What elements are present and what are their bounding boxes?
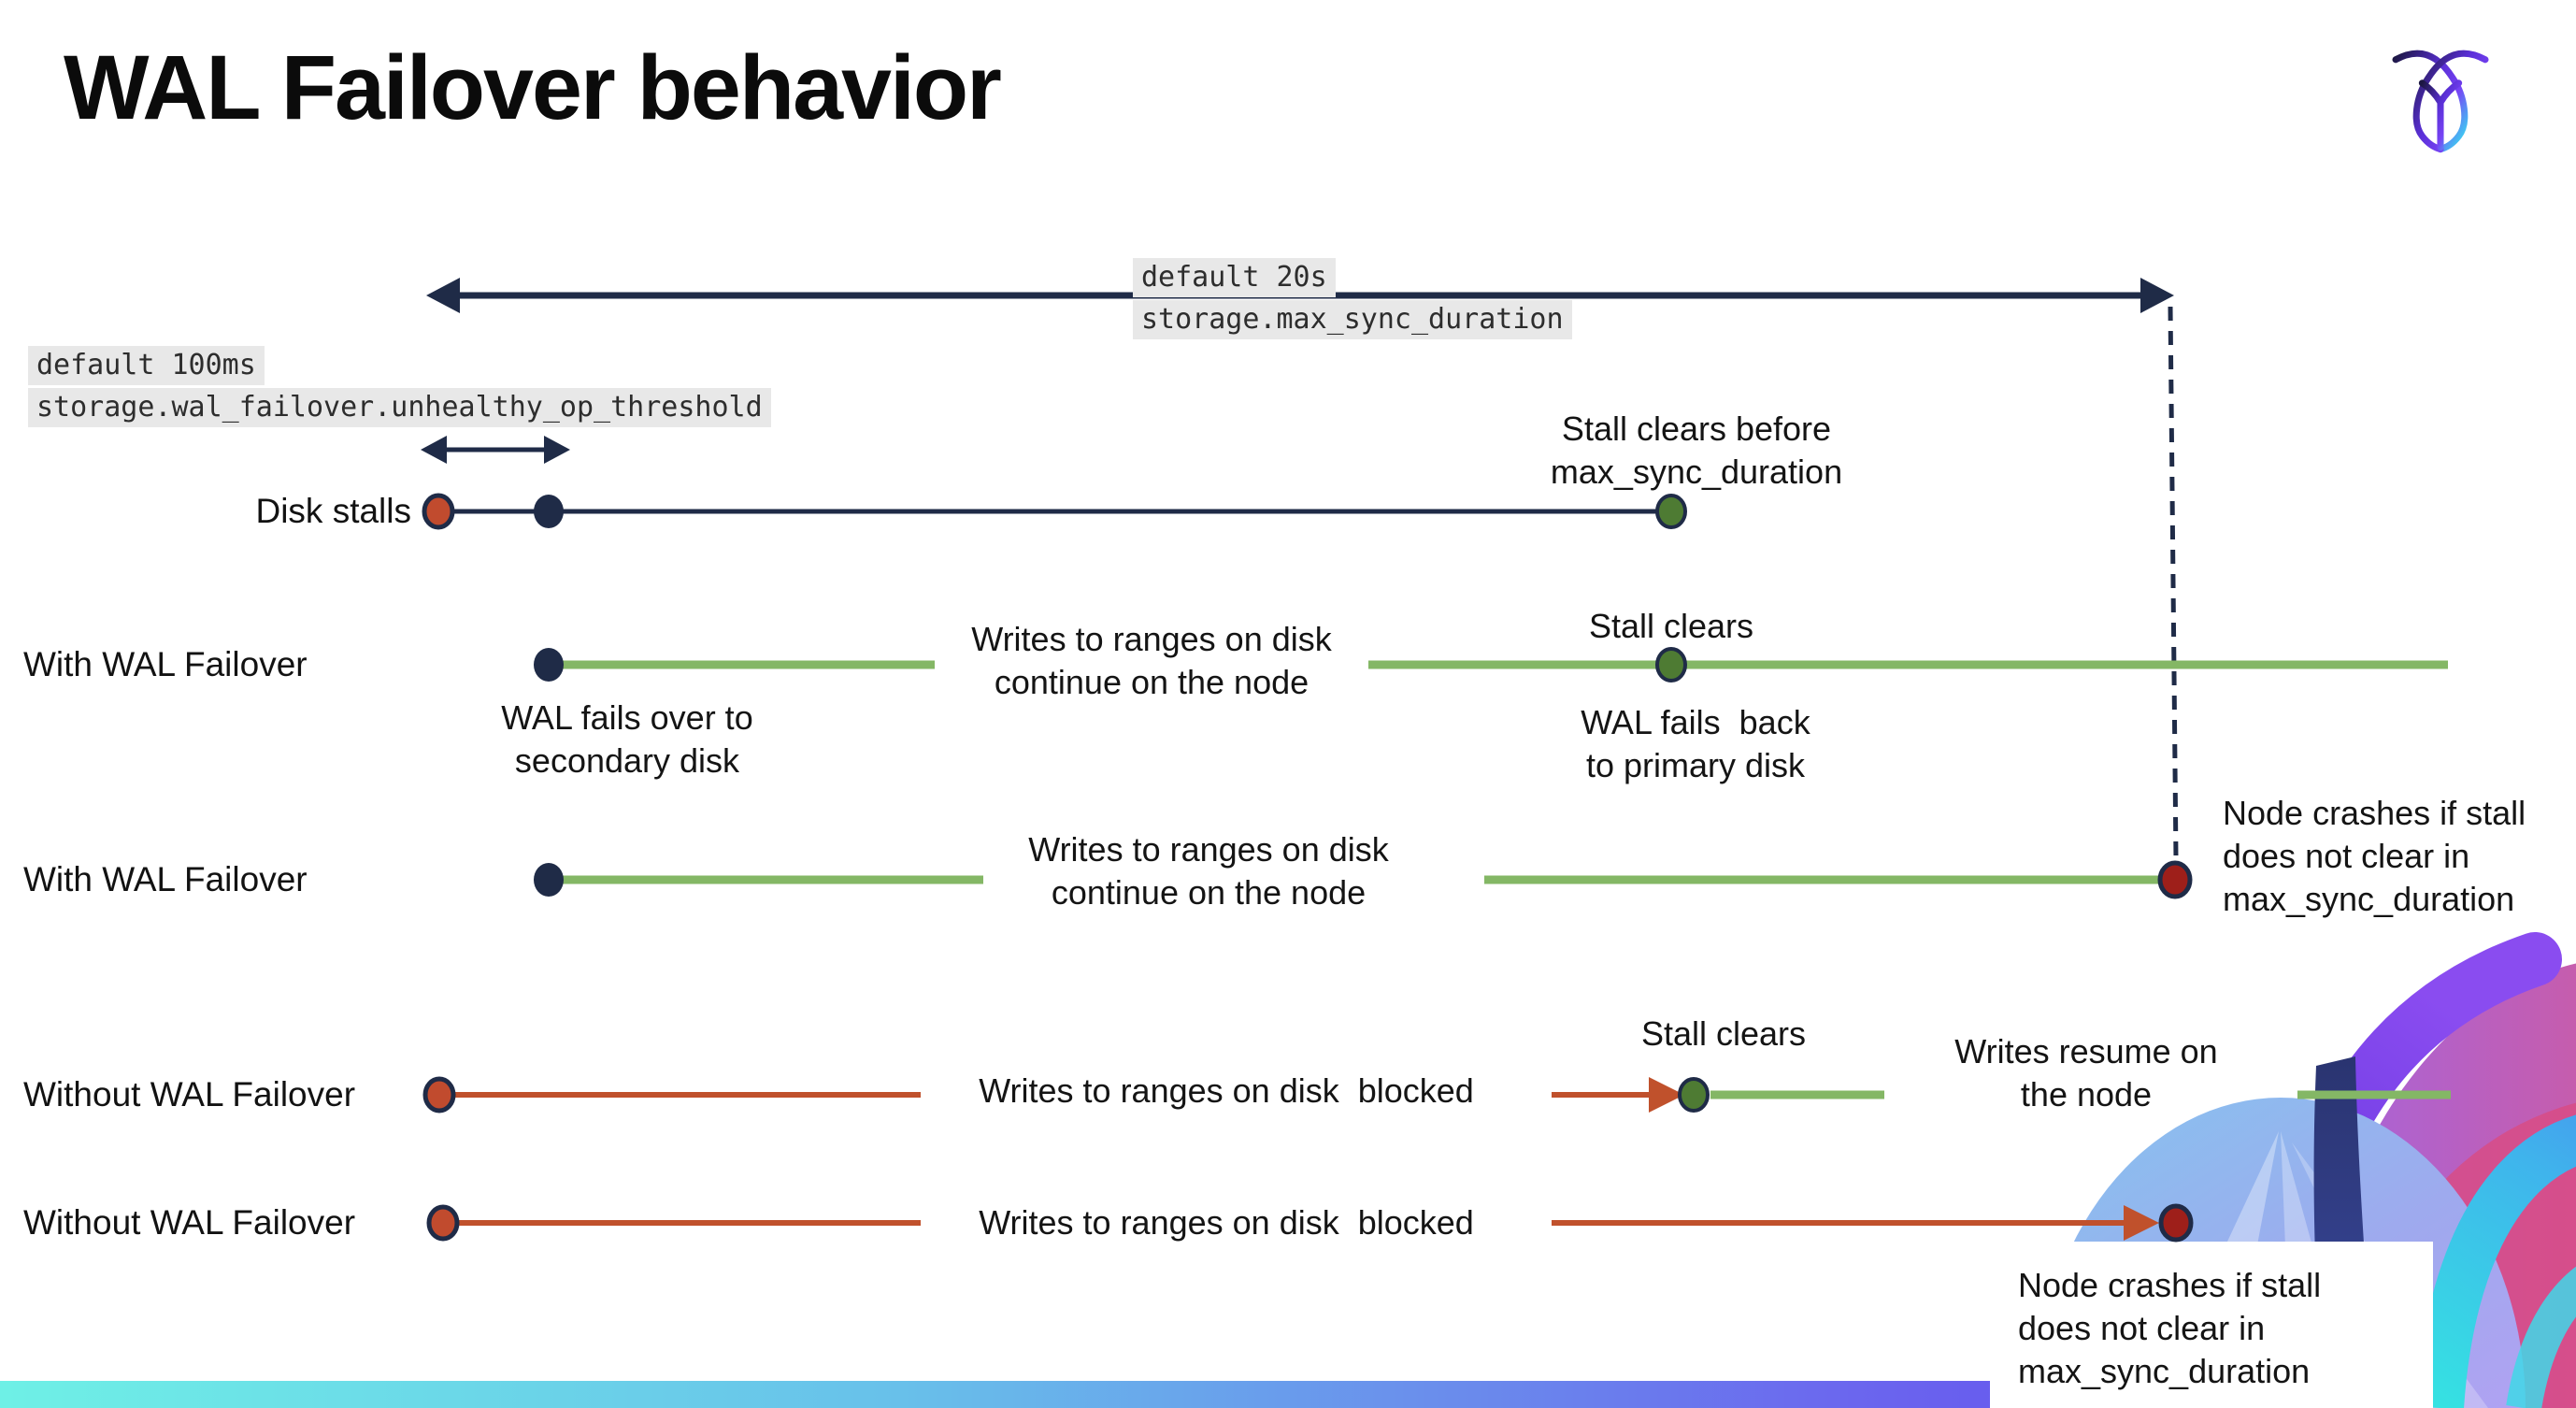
unhealthy-op-threshold-setting-label: default 100ms storage.wal_failover.unhea… — [28, 346, 771, 430]
red-arrowhead-icon — [1649, 1077, 1684, 1113]
annotation-writes-continue-row2: Writes to ranges on disk continue on the… — [971, 620, 1332, 701]
failover-dot — [534, 648, 564, 682]
stall-start-dot — [426, 1204, 460, 1242]
stall-start-dot — [422, 493, 455, 530]
setting-default-value: default 100ms — [28, 346, 265, 385]
annotation-writes-blocked-row4: Writes to ranges on disk blocked — [979, 1071, 1474, 1110]
arrowhead-right-icon — [2140, 278, 2174, 313]
arrowhead-right-icon — [544, 436, 570, 464]
annotation-wal-fails-back: WAL fails back to primary disk — [1581, 703, 1810, 784]
max-sync-duration-setting-label: default 20s storage.max_sync_duration — [1133, 258, 1572, 342]
row-label-without-wal-failover-1: Without WAL Failover — [23, 1075, 356, 1113]
crash-note-box — [1990, 1242, 2433, 1408]
failover-dot — [534, 863, 564, 897]
unhealthy-op-threshold-arrow — [421, 436, 570, 464]
decor-cyan-arch — [2415, 1114, 2576, 1408]
arrowhead-left-icon — [421, 436, 447, 464]
annotation-stall-clears-row2: Stall clears — [1588, 607, 1754, 645]
setting-default-value: default 20s — [1133, 258, 1336, 297]
stall-clears-dot — [1678, 1077, 1710, 1113]
node-crash-dot — [2157, 860, 2193, 899]
annotation-writes-continue-row3: Writes to ranges on disk continue on the… — [1028, 830, 1389, 912]
row-label-with-wal-failover-2: With WAL Failover — [23, 860, 308, 898]
annotation-writes-resume: Writes resume on the node — [1954, 1032, 2218, 1113]
setting-name: storage.max_sync_duration — [1133, 300, 1572, 339]
stall-clears-dot — [1655, 494, 1687, 529]
annotation-stall-clears-before: Stall clears before max_sync_duration — [1550, 409, 1843, 491]
arrowhead-left-icon — [426, 278, 460, 313]
threshold-dot — [534, 495, 564, 528]
page-title: WAL Failover behavior — [64, 36, 1002, 138]
row-label-with-wal-failover-1: With WAL Failover — [23, 645, 308, 683]
timeline-row-disk-stalls — [422, 493, 1687, 530]
decor-cyan-arc-inner — [2506, 1266, 2576, 1408]
annotation-node-crashes-row3: Node crashes if stall does not clear in … — [2223, 794, 2526, 918]
annotation-writes-blocked-row5: Writes to ranges on disk blocked — [979, 1203, 1474, 1242]
annotation-stall-clears-row4: Stall clears — [1640, 1014, 1807, 1053]
row-label-without-wal-failover-2: Without WAL Failover — [23, 1203, 356, 1242]
stall-start-dot — [422, 1076, 456, 1113]
cockroachdb-logo-icon — [2392, 50, 2489, 153]
max-sync-deadline-dashed-line — [2168, 306, 2179, 859]
annotation-node-crashes-row5: Node crashes if stall does not clear in … — [2018, 1266, 2322, 1390]
timeline-row-with-failover-clears — [534, 647, 2448, 682]
row-label-disk-stalls: Disk stalls — [255, 492, 411, 530]
setting-name: storage.wal_failover.unhealthy_op_thresh… — [28, 388, 771, 427]
stall-clears-dot — [1655, 647, 1687, 682]
annotation-wal-fails-over: WAL fails over to secondary disk — [501, 698, 753, 780]
